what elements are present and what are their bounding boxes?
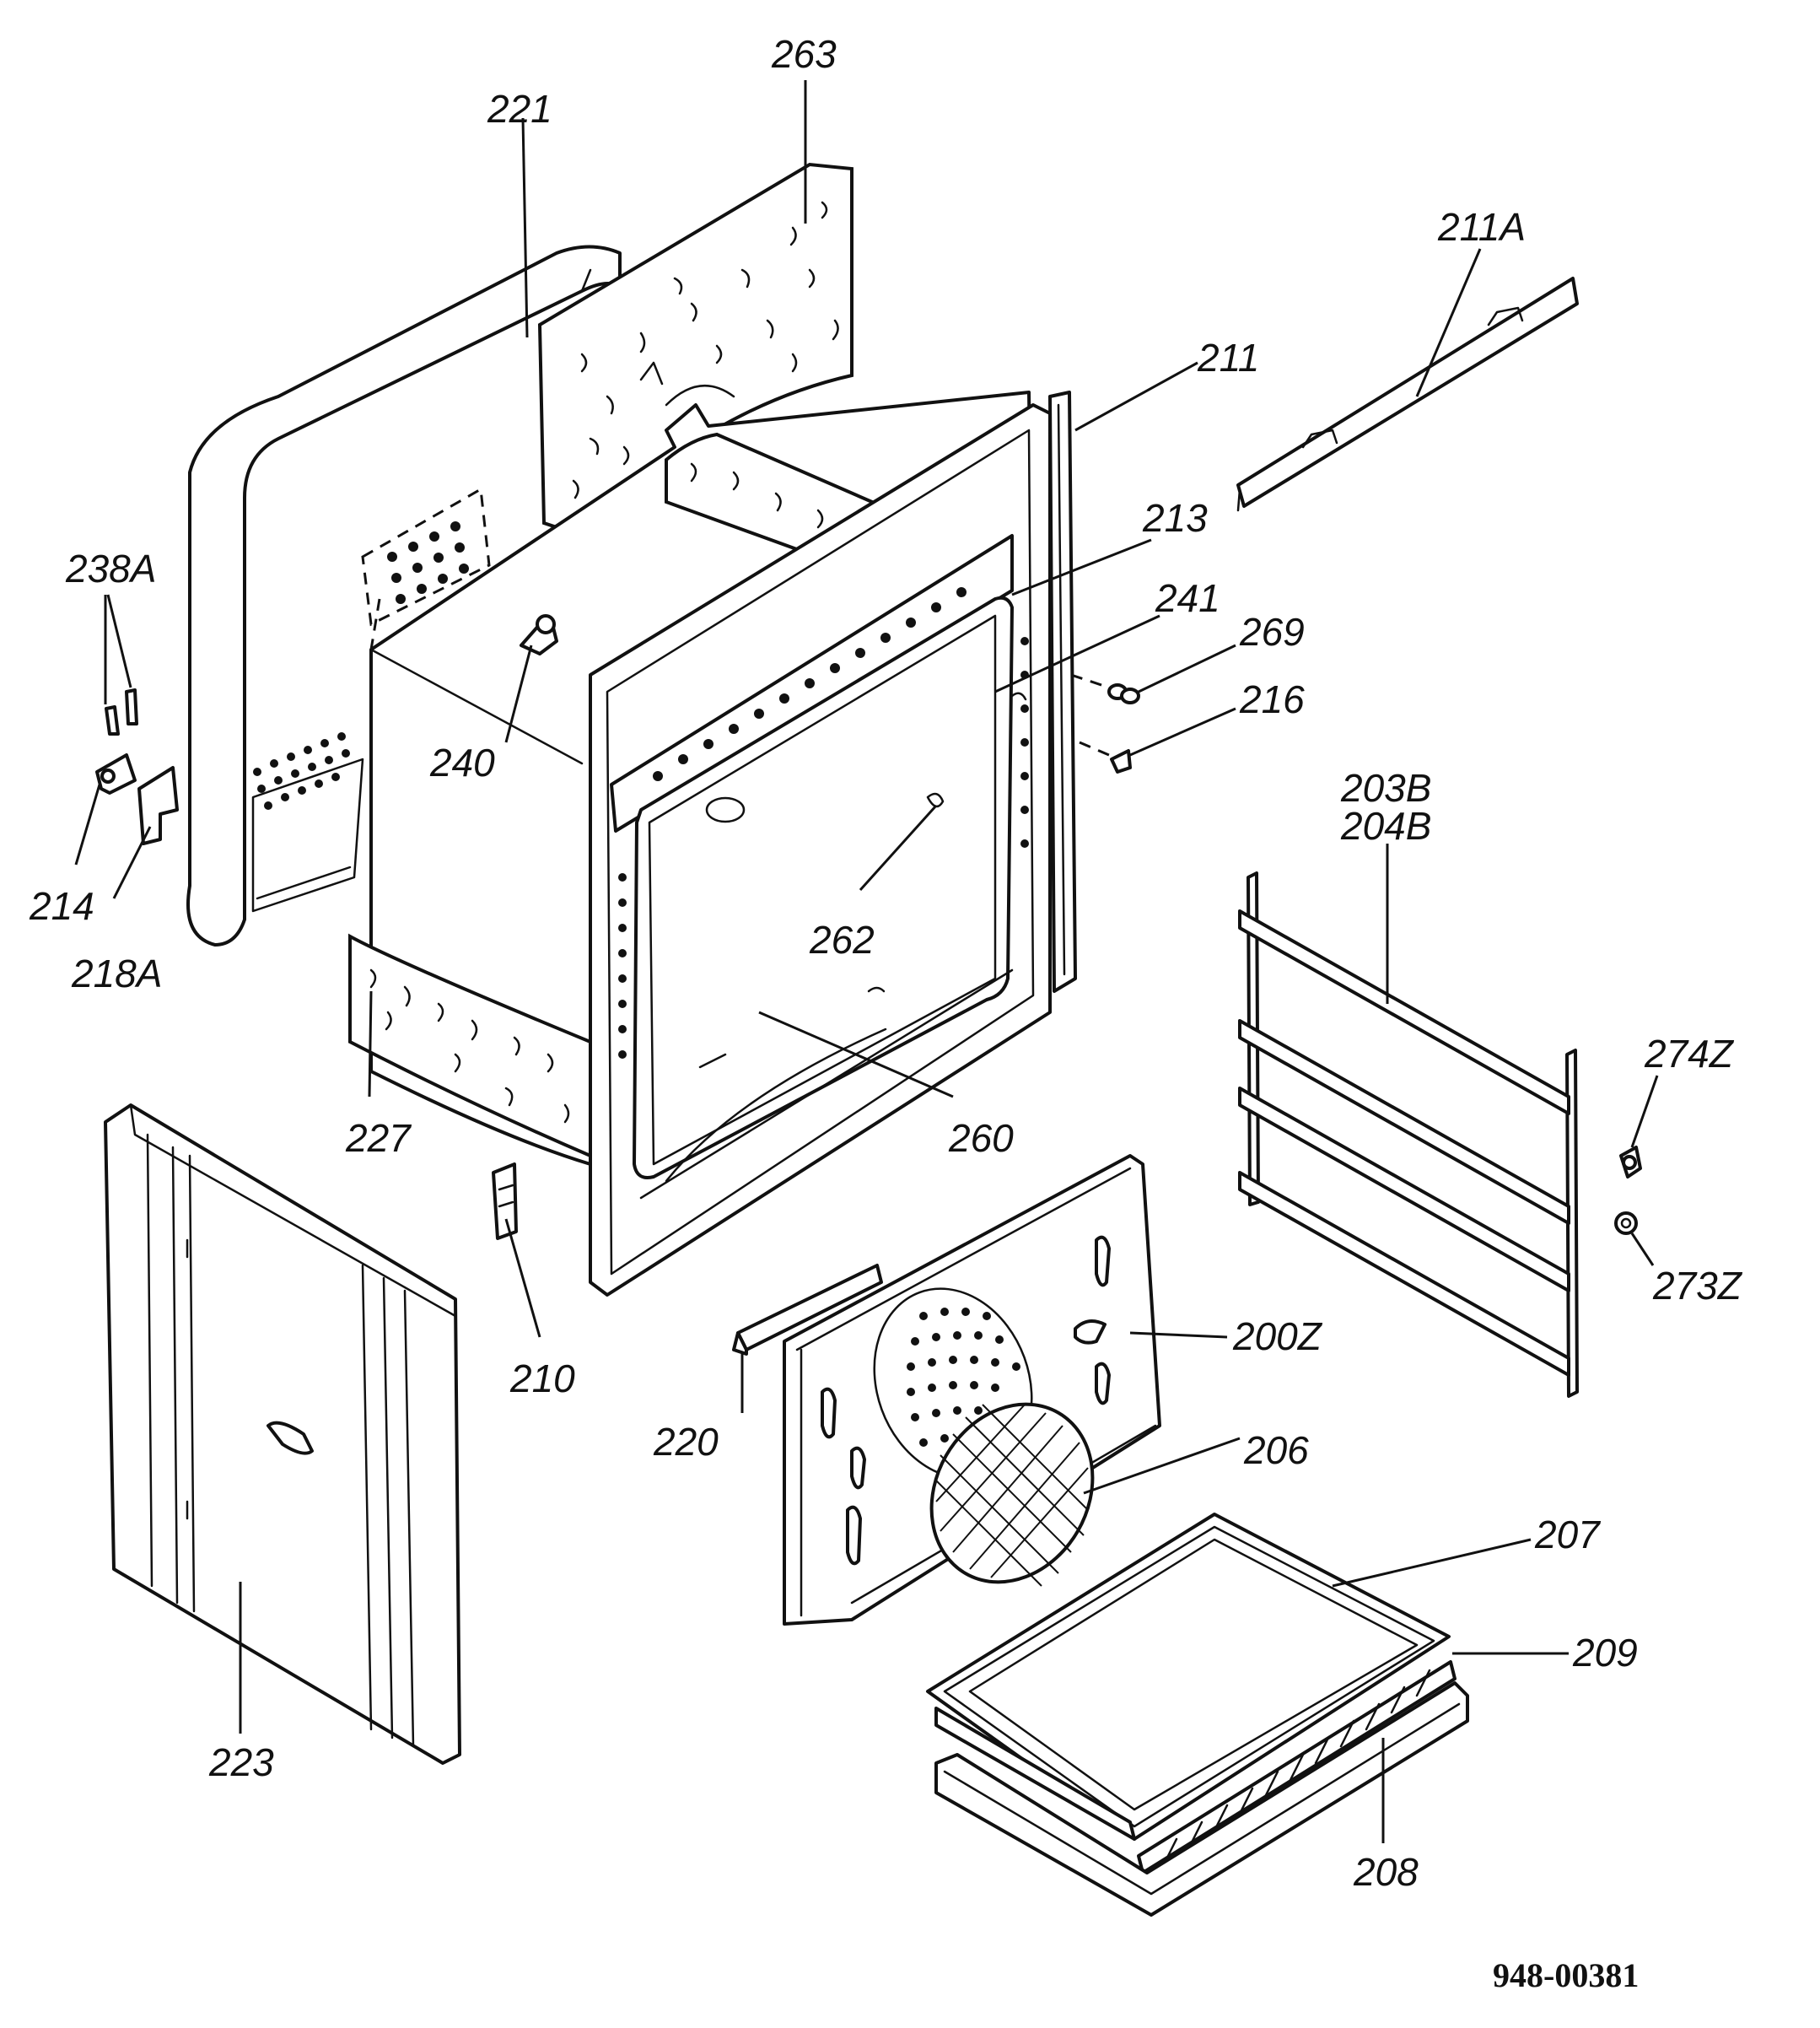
part-274Z-clip [1619,1146,1642,1179]
part-207-baking-tray [926,1513,1451,1841]
label-209: 209 [1572,1631,1638,1675]
label-241: 241 [1155,576,1220,620]
label-263: 263 [771,32,837,76]
label-207: 207 [1534,1513,1601,1556]
rear-vent-plate [361,487,491,627]
label-210: 210 [509,1356,575,1400]
label-206: 206 [1243,1428,1309,1472]
part-216-clip [1079,741,1132,774]
label-204B: 204B [1340,804,1431,848]
part-206-mesh-filter [929,1402,1095,1587]
part-220-bar [732,1264,883,1356]
part-269-screw [1070,673,1140,704]
part-214-hinge [95,753,137,795]
document-number: 948-00381 [1493,1956,1639,1994]
label-240: 240 [429,741,495,785]
label-214: 214 [29,884,94,928]
part-223-side-panel [104,1103,461,1765]
label-213: 213 [1142,496,1208,540]
label-218A: 218A [71,952,162,995]
label-203B: 203B [1340,766,1431,810]
label-208: 208 [1353,1850,1419,1894]
part-labels: 221 263 211A 211 213 241 269 216 238A 24… [29,32,1743,1894]
label-269: 269 [1239,610,1305,654]
label-238A: 238A [65,547,156,591]
part-221-outer-casing [186,245,622,947]
leader-lines [74,80,1659,1843]
label-216: 216 [1239,677,1305,721]
part-238A-clips [105,688,138,736]
label-262: 262 [809,918,875,962]
part-209-grill-rack [1137,1660,1457,1874]
label-223: 223 [208,1740,274,1784]
label-211A: 211A [1437,205,1526,249]
part-273Z-washer [1614,1211,1638,1235]
label-221: 221 [487,87,552,131]
part-211-front-frame [589,391,1077,1297]
label-220: 220 [653,1420,719,1464]
label-260: 260 [948,1116,1014,1160]
part-218A-bracket [137,766,179,845]
label-273Z: 273Z [1652,1264,1743,1308]
part-208-drip-pan [934,1681,1469,1917]
part-210-bracket [492,1162,518,1240]
part-203B-204B-shelf-rack [1238,871,1579,1398]
part-211A-rail [1236,277,1579,512]
label-227: 227 [345,1116,412,1160]
label-274Z: 274Z [1644,1032,1735,1076]
label-211: 211 [1197,336,1259,380]
label-200Z: 200Z [1232,1314,1323,1358]
